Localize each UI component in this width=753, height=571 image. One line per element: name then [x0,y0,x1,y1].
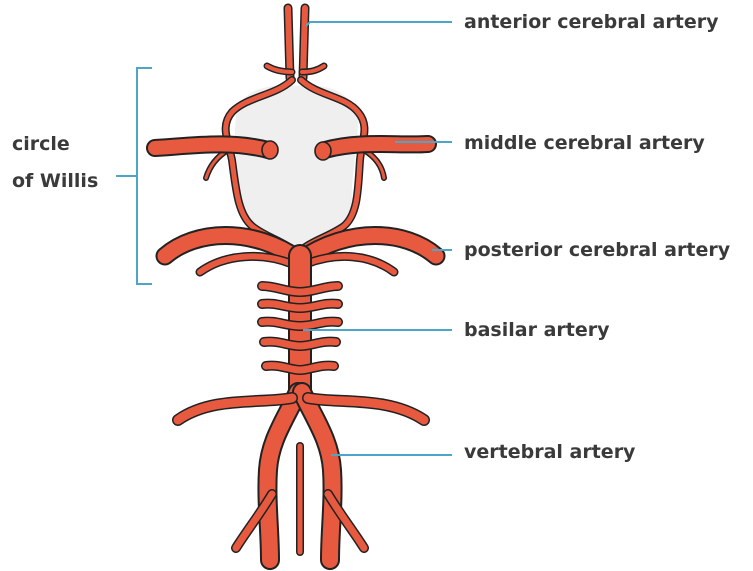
anterior-cerebral-arteries [267,8,324,78]
basilar-artery-label: basilar artery [464,319,610,341]
vertebral-artery-label: vertebral artery [464,441,636,463]
circle-label-line2: of Willis [12,170,98,192]
posterior-cerebral-artery-label: posterior cerebral artery [464,239,731,261]
circle-label-line1: circle [12,133,70,155]
circle-of-willis-bracket [116,68,152,284]
vertebral-arteries [236,392,364,560]
middle-cerebral-artery-label: middle cerebral artery [464,132,705,154]
anterior-cerebral-artery-label: anterior cerebral artery [464,11,719,33]
